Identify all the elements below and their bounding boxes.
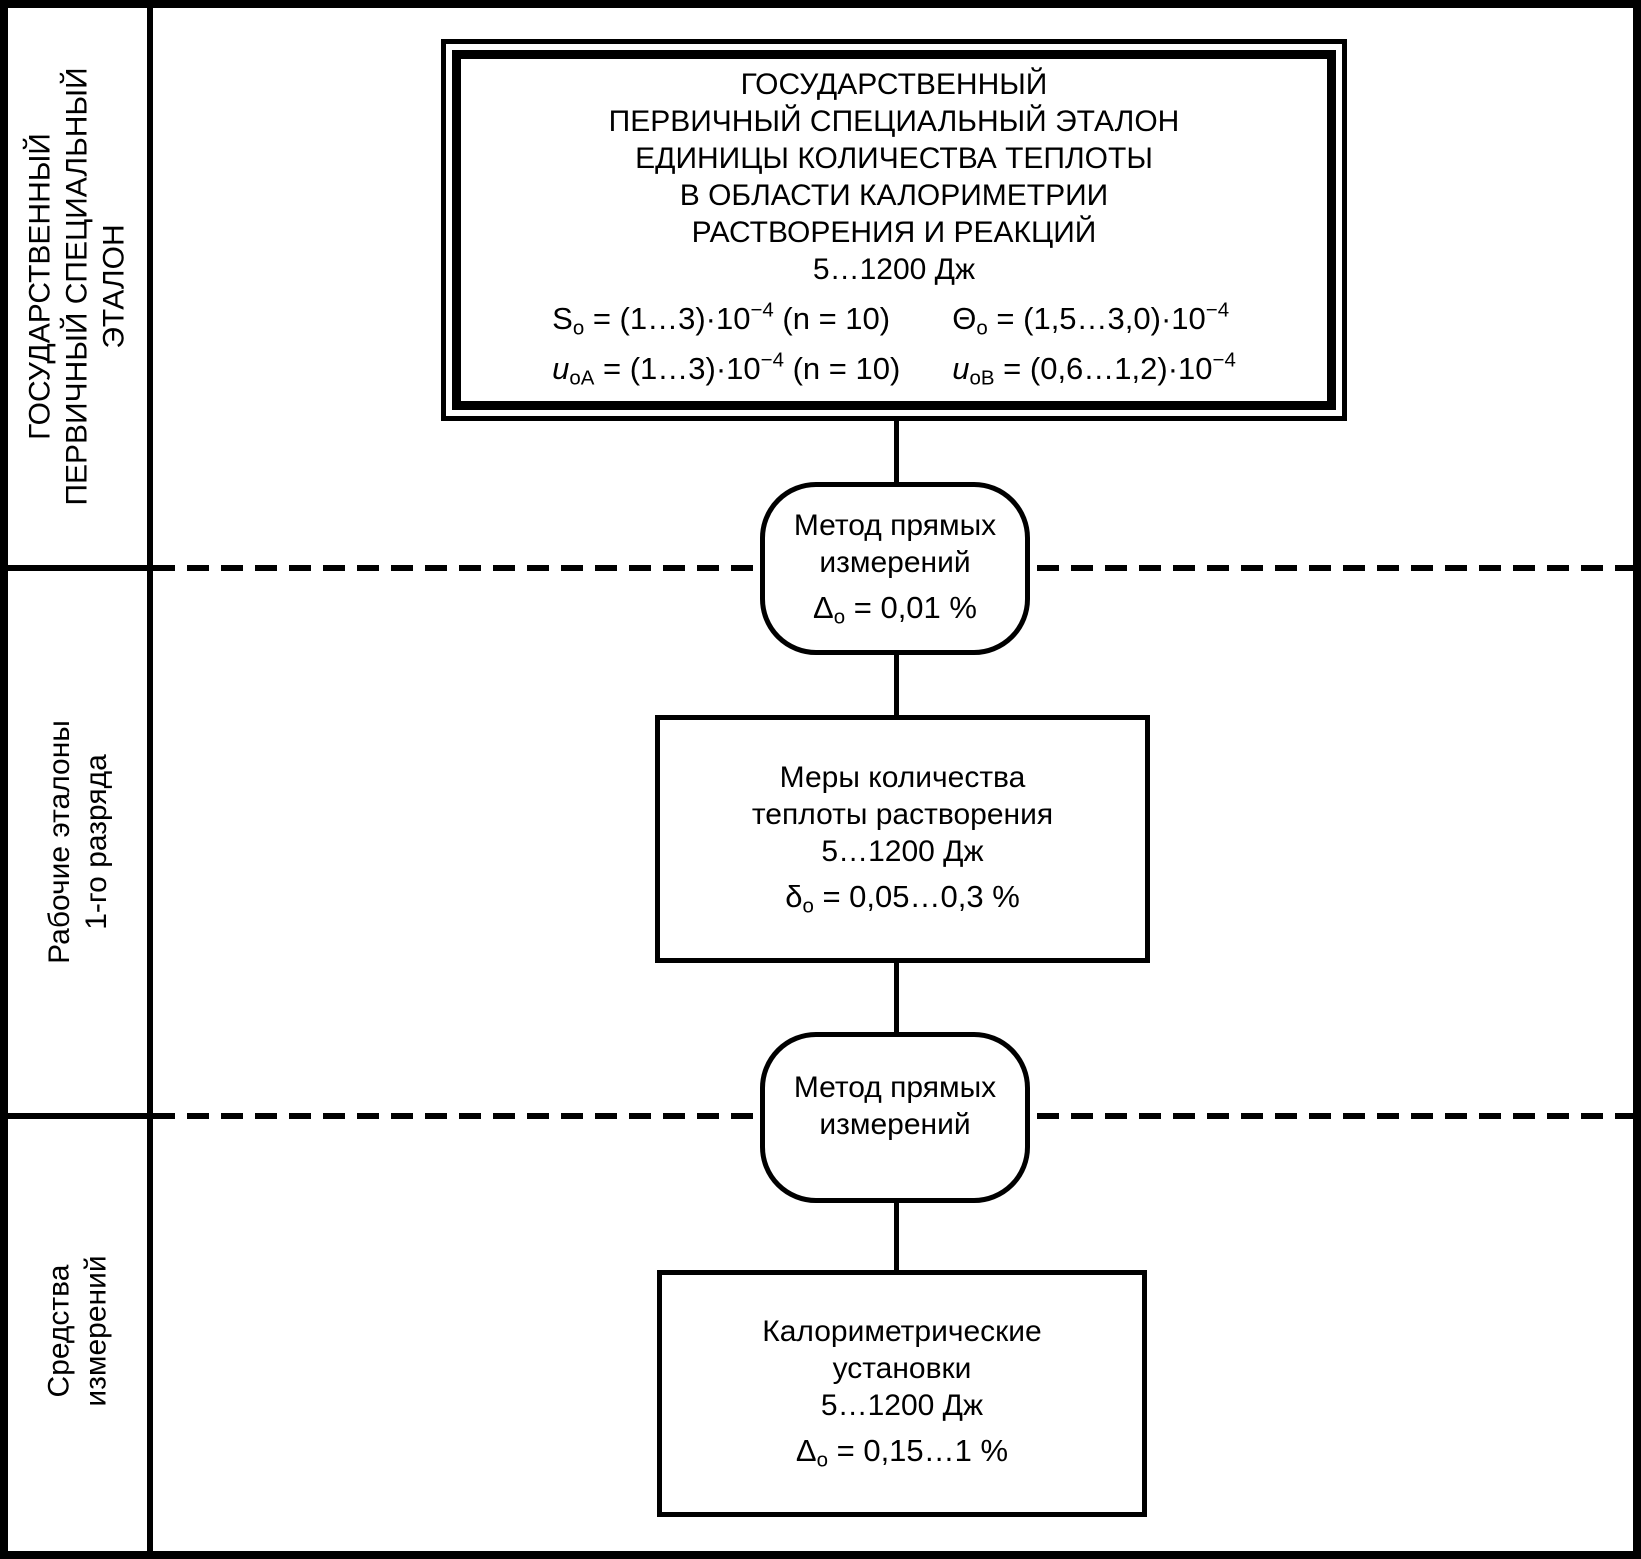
formula-symbol: Δ	[795, 1433, 817, 1468]
sidebar-label-measuring-instruments: Средства измерений	[41, 1255, 115, 1406]
sidebar-section-primary-standard: ГОСУДАРСТВЕННЫЙ ПЕРВИЧНЫЙ СПЕЦИАЛЬНЫЙ ЭТ…	[8, 8, 147, 565]
calorimeters-text-line: установки	[832, 1352, 972, 1385]
formula-delta-measures: δо = 0,05…0,3 %	[785, 878, 1020, 918]
standard-title-line: ЕДИНИЦЫ КОЛИЧЕСТВА ТЕПЛОТЫ	[635, 142, 1153, 175]
primary-standard-box: ГОСУДАРСТВЕННЫЙ ПЕРВИЧНЫЙ СПЕЦИАЛЬНЫЙ ЭТ…	[441, 39, 1347, 421]
sidebar-label-line: ЭТАЛОН	[98, 224, 131, 349]
primary-standard-box-inner: ГОСУДАРСТВЕННЫЙ ПЕРВИЧНЫЙ СПЕЦИАЛЬНЫЙ ЭТ…	[452, 50, 1336, 410]
measures-range: 5…1200 Дж	[821, 834, 984, 868]
standard-title-line: В ОБЛАСТИ КАЛОРИМЕТРИИ	[679, 179, 1109, 212]
formula-symbol: S	[552, 301, 573, 336]
sidebar-vertical-divider	[147, 0, 153, 1559]
formula-symbol: u	[952, 351, 970, 386]
sidebar-label-line: ПЕРВИЧНЫЙ СПЕЦИАЛЬНЫЙ	[61, 67, 94, 506]
formula-u-oa: uоА = (1…3)·10−4 (n = 10)	[552, 348, 901, 390]
formula-u-ob: uоВ = (0,6…1,2)·10−4	[952, 348, 1236, 390]
standard-formula-grid: Sо = (1…3)·10−4 (n = 10) Θо = (1,5…3,0)·…	[552, 294, 1236, 394]
connector-line-2	[894, 655, 899, 715]
connector-line-4	[894, 1203, 899, 1270]
sidebar-label-line: 1-го разряда	[79, 754, 113, 930]
sidebar-label-primary-standard: ГОСУДАРСТВЕННЫЙ ПЕРВИЧНЫЙ СПЕЦИАЛЬНЫЙ ЭТ…	[22, 67, 133, 505]
formula-delta-calorimeters: Δо = 0,15…1 %	[795, 1433, 1009, 1472]
formula-symbol: u	[552, 351, 570, 386]
connector-line-3	[894, 963, 899, 1032]
sidebar-divider-line-2	[8, 1113, 153, 1119]
formula-theta: Θо = (1,5…3,0)·10−4	[952, 298, 1230, 340]
sidebar-divider-line-1	[8, 565, 153, 571]
method-text-line: измерений	[819, 1107, 971, 1141]
standard-title-line: ПЕРВИЧНЫЙ СПЕЦИАЛЬНЫЙ ЭТАЛОН	[608, 105, 1180, 138]
standard-title-line: РАСТВОРЕНИЯ И РЕАКЦИЙ	[691, 216, 1097, 249]
sidebar-label-line: Средства	[42, 1264, 76, 1398]
calorimeters-text-line: Калориметрические	[762, 1315, 1042, 1348]
method-text-line: Метод прямых	[793, 1070, 997, 1104]
calorimeters-range: 5…1200 Дж	[820, 1389, 984, 1422]
standard-range: 5…1200 Дж	[812, 253, 976, 286]
sidebar-label-line: Рабочие эталоны	[42, 720, 76, 964]
calorimetric-installations-box: Калориметрические установки 5…1200 Дж Δо…	[657, 1270, 1147, 1517]
method-direct-measurements-node-1: Метод прямых измерений Δо = 0,01 %	[760, 482, 1030, 655]
formula-symbol: Δ	[813, 589, 834, 625]
measures-text-line: Меры количества	[779, 760, 1026, 794]
sidebar-section-working-standards: Рабочие эталоны 1-го разряда	[8, 571, 147, 1113]
sidebar-label-working-standards: Рабочие эталоны 1-го разряда	[41, 720, 115, 964]
measures-text-line: теплоты растворения	[751, 797, 1054, 831]
formula-symbol: Θ	[952, 301, 977, 336]
heat-measures-box: Меры количества теплоты растворения 5…12…	[655, 715, 1150, 963]
standard-title-line: ГОСУДАРСТВЕННЫЙ	[740, 68, 1048, 101]
method-direct-measurements-node-2: Метод прямых измерений	[760, 1032, 1030, 1203]
method-text-line: измерений	[819, 545, 971, 579]
sidebar-label-line: ГОСУДАРСТВЕННЫЙ	[24, 133, 57, 440]
sidebar-label-line: измерений	[79, 1255, 113, 1407]
formula-delta-method1: Δо = 0,01 %	[813, 589, 977, 629]
method-text-line: Метод прямых	[793, 508, 997, 542]
formula-symbol: δ	[785, 878, 803, 914]
formula-s: Sо = (1…3)·10−4 (n = 10)	[552, 298, 891, 340]
connector-line-1	[894, 421, 899, 482]
sidebar-section-measuring-instruments: Средства измерений	[8, 1119, 147, 1543]
